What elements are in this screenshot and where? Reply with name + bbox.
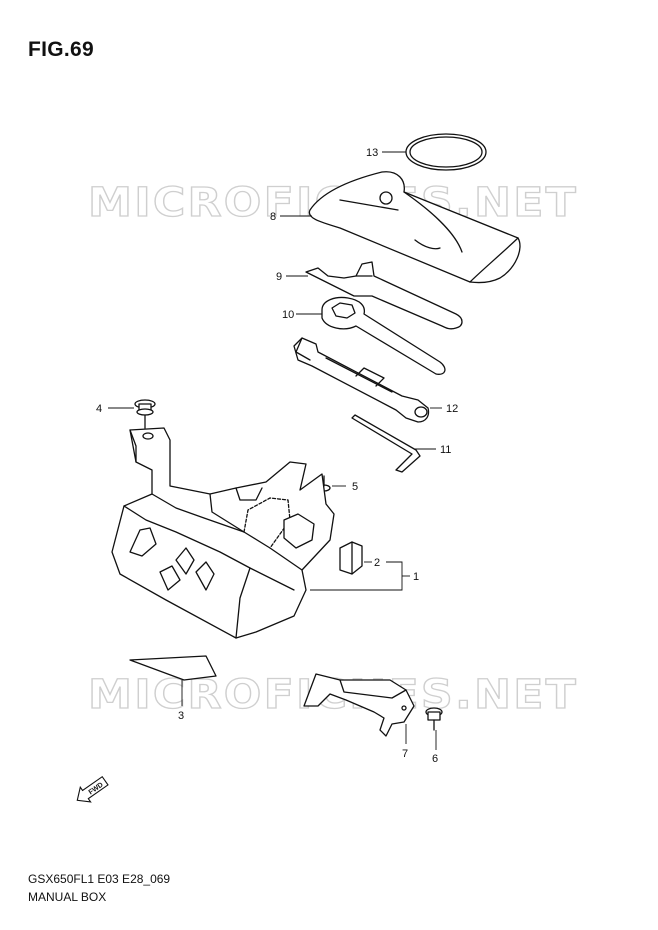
part-11-hex-key [351, 414, 421, 473]
callout-5: 5 [352, 481, 358, 493]
model-code: GSX650FL1 E03 E28_069 [28, 872, 171, 886]
section-name: MANUAL BOX [28, 890, 107, 904]
callout-13: 13 [366, 147, 378, 159]
callout-7: 7 [402, 748, 408, 760]
callout-10: 10 [282, 309, 294, 321]
figure-title: FIG.69 [28, 38, 94, 61]
callout-3: 3 [178, 710, 184, 722]
callout-8: 8 [270, 211, 276, 223]
callout-12: 12 [446, 403, 458, 415]
leader-lines [108, 151, 442, 750]
part-1-manual-box [111, 427, 335, 639]
callout-2: 2 [374, 557, 380, 569]
callout-1: 1 [413, 571, 419, 583]
part-10-box-wrench [321, 296, 446, 375]
callout-labels: 13 8 9 10 12 4 11 5 2 1 3 7 6 [96, 147, 458, 765]
part-7-bracket [303, 673, 415, 737]
fwd-label: FWD [88, 781, 105, 796]
part-3-pad [129, 655, 217, 681]
callout-6: 6 [432, 753, 438, 765]
fwd-arrow-icon: FWD [76, 775, 109, 803]
callout-9: 9 [276, 271, 282, 283]
callout-11: 11 [440, 444, 451, 456]
part-9-spanner-wrench [305, 261, 463, 330]
part-6-bolt [425, 707, 443, 731]
part-8-tool-bag [308, 171, 521, 284]
part-13-o-ring [405, 133, 487, 171]
callout-4: 4 [96, 403, 102, 415]
part-2-cushion [339, 541, 363, 575]
part-4-bolt [134, 399, 156, 429]
part-12-socket-extension [293, 337, 430, 423]
